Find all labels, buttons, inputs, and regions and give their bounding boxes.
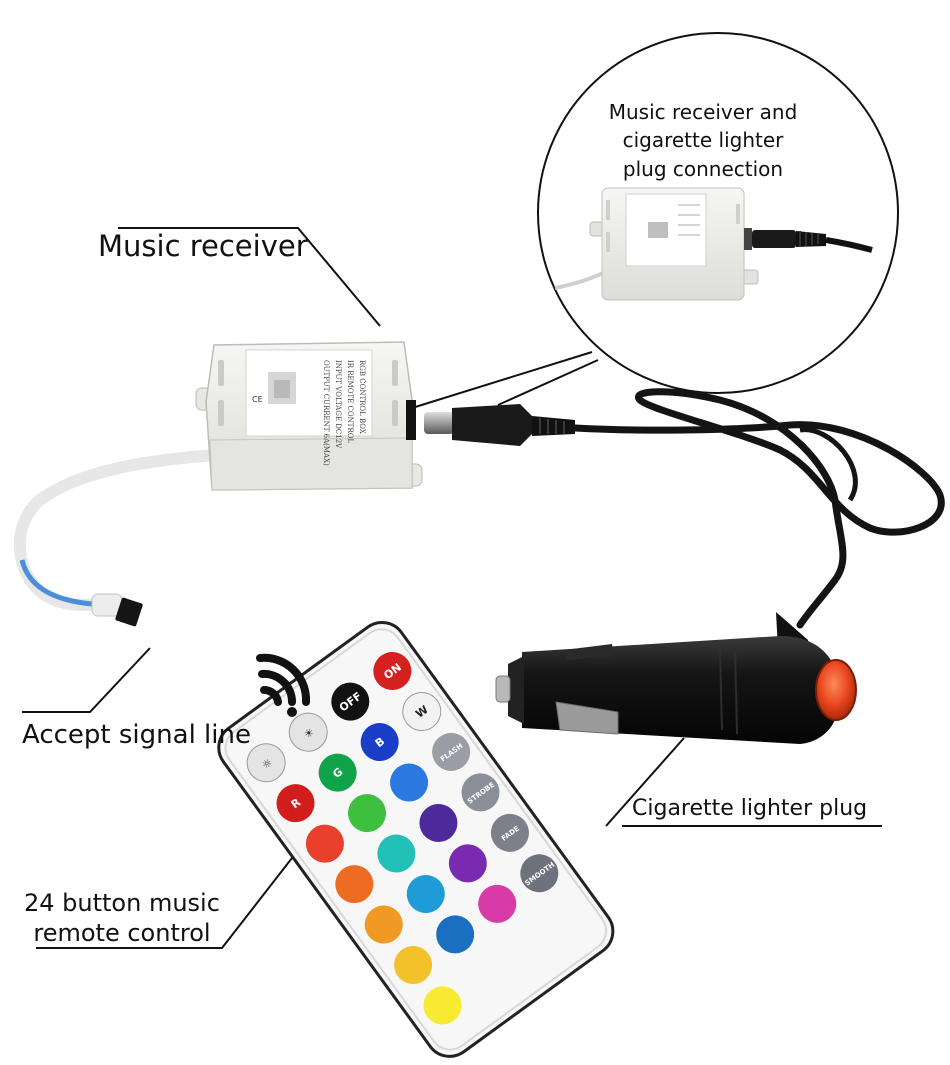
label-inset-line-3: plug connection	[622, 156, 784, 181]
callout-lines	[22, 227, 882, 949]
box-text-line1: RGB CONTROL BOX	[358, 360, 366, 434]
label-accept-signal-line: Accept signal line	[22, 720, 251, 750]
label-inset-connection: Music receiver and cigarette lighter plu…	[590, 98, 816, 183]
label-remote-line-2: remote control	[33, 919, 211, 947]
red-switch	[815, 659, 857, 721]
label-remote-control: 24 button music remote control	[24, 888, 220, 948]
svg-text:CE: CE	[252, 395, 263, 404]
receiver-box: CE RGB CONTROL BOX IR REMOTE CONTROL INP…	[14, 341, 423, 627]
cable	[424, 388, 945, 629]
box-text-line2: IR REMOTE CONTROL	[346, 360, 354, 443]
inset-receiver-box	[554, 187, 873, 301]
label-remote-line-1: 24 button music	[24, 889, 220, 917]
signal-waves-icon	[256, 653, 311, 706]
box-text-line3: INPUT VOLTAGE DC12V	[334, 360, 342, 449]
label-cigarette-lighter-plug: Cigarette lighter plug	[632, 796, 868, 821]
label-inset-line-1: Music receiver and	[608, 100, 798, 124]
box-text-line4: OUTPUT CURRENT 6A(MAX)	[322, 360, 330, 466]
remote-control: ☼ ☀ OFF ON R G B W	[217, 620, 615, 1058]
cigarette-lighter-plug	[495, 612, 857, 744]
label-inset-line-2: cigarette lighter	[622, 128, 784, 153]
inset-circle	[411, 32, 899, 409]
label-music-receiver: Music receiver	[98, 229, 308, 263]
